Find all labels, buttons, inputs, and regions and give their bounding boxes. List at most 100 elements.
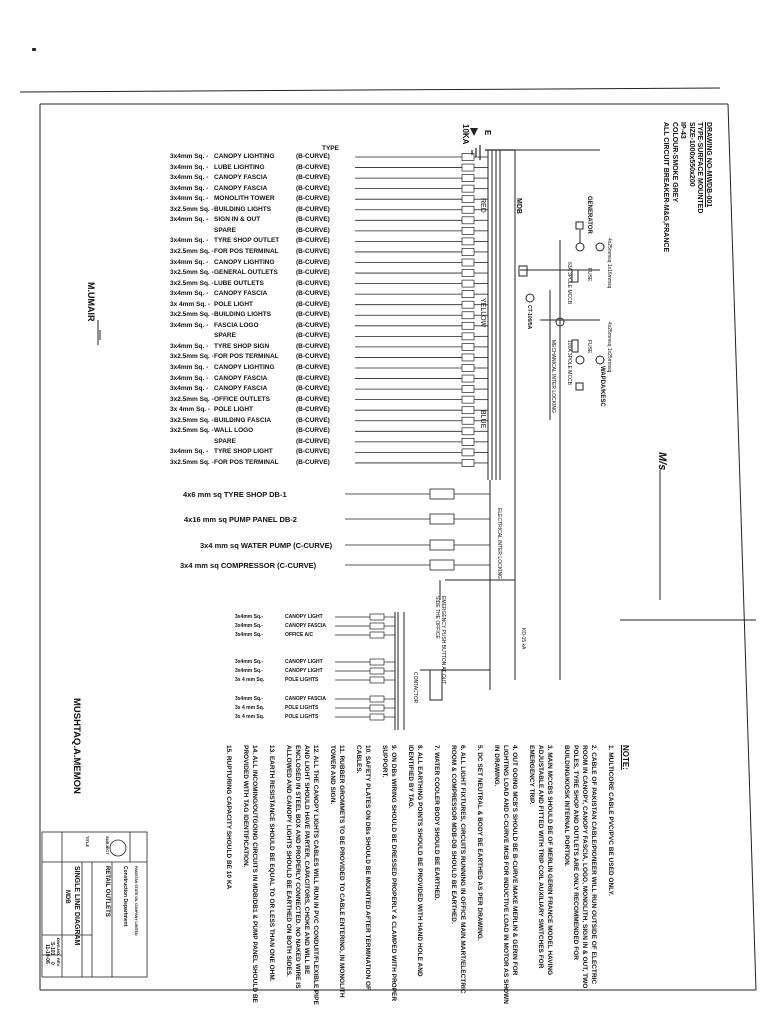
big-feeder-breaker — [429, 488, 455, 500]
feeder-breaker — [461, 184, 475, 193]
note-item: 12. ALL THE CANOPY LIGHTS CABLES WILL RU… — [285, 745, 319, 1005]
generator-label: GENERATOR — [586, 196, 592, 234]
feeder-row: 3x2.5mm Sq. -FOR POS TERMINAL(B-CURVE) — [170, 247, 344, 257]
feeder-cable: 3x2.5mm Sq. - — [170, 353, 214, 361]
wapda-label: WAPDA/KESC — [599, 366, 605, 407]
feeder-cable: 3x2.5mm Sq. - — [170, 395, 214, 403]
feeder-row: SPARE (B-CURVE) — [170, 226, 344, 236]
feeder-name: CANOPY LIGHTING — [214, 258, 275, 266]
feeder-name: SIGN IN & OUT — [214, 216, 261, 224]
big-feeder-breaker — [429, 539, 455, 551]
big-feeder-breaker — [429, 513, 455, 525]
feeder-curve: (B-CURVE) — [296, 269, 330, 277]
sub-feeder-row: 3x4mm Sq.-OFFICE A/C — [235, 632, 313, 638]
feeder-name: SPARE — [214, 226, 236, 234]
feeder-breaker — [461, 216, 475, 225]
mdb-label: MDB — [515, 198, 522, 214]
feeder-cable: 3x4mm Sq. - — [170, 258, 209, 266]
red-phase-label: RED — [479, 198, 486, 213]
feeder-cable: 3x2.5mm Sq. - — [170, 279, 214, 287]
feeder-name: CANOPY FASCIA — [214, 174, 268, 182]
feeder-cable: 3x4mm Sq. - — [170, 448, 209, 456]
yellow-phase-label: YELLOW — [479, 298, 486, 328]
feeder-row: SPARE(B-CURVE) — [170, 437, 344, 447]
feeder-type-header: TYPE — [322, 145, 339, 152]
feeder-name: LUBE LIGHTING — [214, 163, 265, 171]
feeder-breaker — [461, 406, 475, 415]
feeder-name: TYRE SHOP OUTLET — [214, 237, 280, 245]
feeder-breaker — [461, 300, 475, 309]
feeder-cable: 3x4mm Sq. - — [170, 321, 209, 329]
feeder-row: 3x4mm Sq. -TYRE SHOP SIGN(B-CURVE) — [170, 342, 344, 352]
feeder-row: 3x4mm Sq. -MONOLITH TOWER(B-CURVE) — [170, 194, 344, 204]
feeder-curve: (B-CURVE) — [296, 258, 330, 266]
sub-feeder-name: POLE LIGHTS — [285, 677, 319, 683]
feeder-cable: 3x2.5mm Sq. - — [170, 269, 214, 277]
feeder-breaker — [461, 395, 475, 404]
header-line-5: COLOUR-SMOKE GREY — [671, 122, 678, 203]
note-item: 2. CABLE OF PAKISTAN CABLE/PIONEER WILL … — [563, 745, 597, 989]
drawing-header: DRAWING NO-MWDB-001 TYPE-SURFACE MOUNTED… — [661, 122, 713, 252]
sub-feeder-name: CANOPY LIGHT — [285, 614, 323, 620]
feeder-breaker — [461, 321, 475, 330]
feeder-breaker — [461, 227, 475, 235]
sub-feeder-row: 3x4mm Sq.- CANOPY LIGHT — [235, 659, 323, 665]
sub-feeder-row: 3x 4 mm Sq.POLE LIGHTS — [235, 705, 318, 711]
tb-title-label: TITLE — [85, 836, 90, 848]
feeder-name: SPARE — [214, 332, 236, 340]
feeder-breaker — [461, 353, 475, 362]
note-item: 3. MAIN MCCBS SHOULD BE OF MERLIN GERIN … — [528, 745, 553, 976]
feeder-curve: (B-CURVE) — [296, 364, 330, 371]
feeder-name: CANOPY FASCIA — [214, 374, 268, 382]
tb-title-2: MDB — [64, 890, 70, 904]
tb-rev-label: REV. — [56, 958, 61, 967]
sub-feeder-breaker — [369, 676, 385, 684]
feeder-name: CANOPY FASCIA — [214, 184, 268, 192]
feeder-cable: 3x4mm Sq. - — [170, 290, 209, 298]
feeder-curve: (B-CURVE) — [296, 353, 330, 361]
feeder-cable: 3x 4mm Sq. - — [170, 300, 211, 308]
feeder-row: 3x4mm Sq. -CANOPY FASCIA(B-CURVE) — [170, 184, 344, 194]
note-item: 5. DC SET NEUTRAL & BODY BE EARTHED AS P… — [476, 745, 483, 941]
ka-label: 10KA — [461, 124, 470, 145]
note-item: 8. ALL EARTHING POINTS SHOULD BE PROVIDE… — [407, 745, 423, 977]
tb-date: 11-10-06 — [44, 944, 50, 964]
sub-feeder-name: CANOPY LIGHT — [285, 659, 323, 665]
tb-subject: RETAIL OUTLETS — [104, 866, 110, 917]
sub-feeder-cable: 3x4mm Sq.- — [235, 659, 264, 665]
feeder-row: 3x 4mm Sq. -POLE LIGHT(B-CURVE) — [170, 300, 344, 310]
feeder-breaker — [461, 237, 475, 246]
feeder-cable: 3x4mm Sq. - — [170, 195, 209, 203]
sub-feeder-cable: 3x4mm Sq.- — [235, 623, 264, 629]
feeder-name: GENERAL OUTLETS — [214, 269, 278, 277]
feeder-curve: (B-CURVE) — [296, 205, 330, 213]
feeder-row: 3x2.5mm Sq. -FOR POS TERMINAL(B-CURVE) — [170, 458, 344, 468]
feeder-cable: 3x4mm Sq. - — [170, 174, 209, 182]
note-item: 7. WATER COOLER BODY SHOULD BE EARTHED. — [433, 745, 440, 901]
feeder-breaker — [461, 427, 475, 436]
feeder-row: 3x2.5mm Sq. -BUILDING LIGHTS(B-CURVE) — [170, 205, 344, 215]
feeder-breaker — [461, 258, 475, 267]
feeder-breaker — [461, 153, 475, 161]
feeder-row: 3x4mm Sq. -SIGN IN & OUT(B-CURVE) — [170, 215, 344, 225]
scan-dot — [32, 48, 36, 51]
sub-feeder-name: POLE LIGHTS — [285, 714, 319, 720]
feeder-breaker — [461, 279, 475, 288]
big-feeder-pump-panel: 4x16 mm sq PUMP PANEL DB-2 — [184, 515, 297, 524]
feeder-name: OFFICE OUTLETS — [214, 395, 270, 403]
feeder-curve: (B-CURVE) — [296, 226, 330, 234]
sub-feeder-cable: 3x4mm Sq.- — [235, 696, 264, 702]
feeder-curve: (B-CURVE) — [296, 153, 330, 160]
ms-label: M/s — [656, 452, 668, 471]
header-line-3: SIZE-1000x550x200 — [688, 122, 695, 187]
feeder-name: MONOLITH TOWER — [214, 195, 275, 203]
notes-title: NOTE: — [621, 745, 630, 770]
note-item: 15. RUPTURING CAPACITY SHOULD BE 10 KA — [225, 745, 232, 890]
sub-feeder-breaker — [369, 713, 385, 721]
feeder-breaker — [461, 163, 475, 172]
sub-feeder-name: CANOPY LIGHT — [285, 668, 323, 674]
feeder-cable: 3x4mm Sq. - — [170, 374, 209, 382]
feeder-name: WALL LOGO — [214, 427, 254, 435]
feeder-name: POLE LIGHT — [214, 406, 253, 414]
